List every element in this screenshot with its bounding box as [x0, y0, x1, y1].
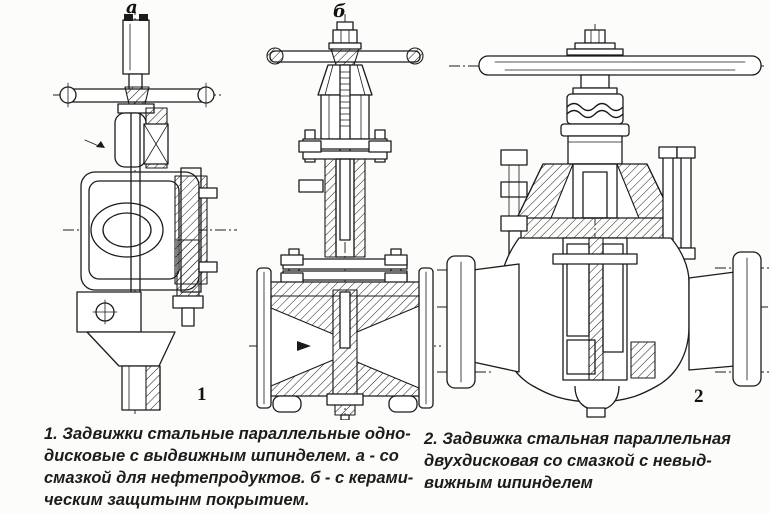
- figure-label-a: а: [126, 0, 138, 18]
- valve-2-bottom-drain: [574, 385, 620, 418]
- valve-b-body: [256, 267, 434, 409]
- valve-b-bonnet-tube: [298, 158, 366, 258]
- valve-2-left-flange: [446, 255, 520, 389]
- valve-a-handwheel: [59, 82, 215, 108]
- valve-2-bonnet: [516, 163, 674, 239]
- valve-a-bonnet: [84, 103, 169, 169]
- valve-2-stem-housing: [560, 74, 630, 165]
- caption-line: ческим защитынм покрытием.: [44, 491, 310, 509]
- valve-a-spindle-top: [122, 14, 150, 93]
- figure-number-1: 1: [197, 384, 207, 405]
- valve-drawing-2: [437, 24, 769, 418]
- caption-line: вижным шпинделем: [424, 474, 593, 492]
- caption-figure-2: 2. Задвижка стальная параллельная двухди…: [424, 428, 768, 494]
- figure-number-2: 2: [694, 386, 704, 407]
- valve-a-lower-bracket: [76, 239, 204, 333]
- valve-drawing-a: [53, 4, 237, 414]
- valve-b-feet: [272, 393, 418, 420]
- caption-line: дисковые с выдвижным шпинделем. а - со: [44, 447, 399, 465]
- valve-b-handwheel: [266, 21, 424, 66]
- valve-a-foot: [86, 331, 176, 411]
- caption-figure-1: 1. Задвижки стальные параллельные одно- …: [44, 423, 420, 511]
- caption-line: двухдисковая со смазкой с невыд-: [424, 452, 712, 470]
- caption-line: 2. Задвижка стальная параллельная: [424, 430, 731, 448]
- valve-2-handwheel: [478, 29, 762, 76]
- caption-line: смазкой для нефтепродуктов. б - с керами…: [44, 469, 414, 487]
- valve-a-body: [80, 112, 218, 367]
- valve-b-upper-flange: [298, 129, 392, 163]
- valve-2-right-flange: [688, 251, 762, 387]
- figure-label-b: б: [333, 1, 346, 22]
- valve-2-body: [500, 237, 690, 403]
- caption-line: 1. Задвижки стальные параллельные одно-: [44, 425, 411, 443]
- valve-drawing-b: [249, 14, 441, 420]
